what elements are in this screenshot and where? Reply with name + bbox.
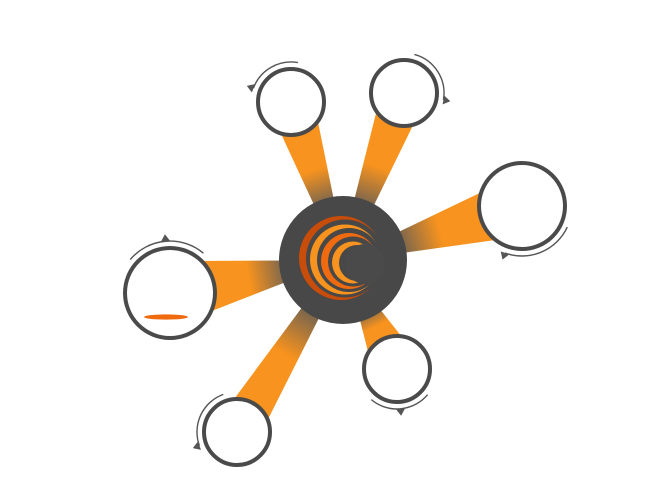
node-ring: [123, 246, 217, 340]
central-hub: [279, 196, 407, 324]
arrow-marker-icon: [246, 84, 255, 93]
arrow-marker-icon: [442, 95, 451, 105]
node-arc: [252, 61, 299, 89]
spoke-bottom-left: [229, 297, 325, 428]
node-underline-accent: [144, 314, 188, 320]
node-bottom-right: [362, 334, 432, 416]
node-arc: [414, 53, 445, 101]
node-top-left: [246, 61, 326, 137]
spoke-top: [351, 103, 417, 217]
node-ring: [477, 161, 567, 251]
node-arc: [370, 394, 429, 410]
hub-core: [345, 244, 385, 284]
node-ring: [202, 397, 272, 467]
node-arc: [129, 240, 204, 261]
spoke-top-left: [277, 112, 336, 216]
node-right: [477, 161, 568, 260]
node-ring: [369, 58, 439, 128]
node-arc: [196, 393, 224, 446]
nodes-group: [123, 53, 568, 467]
arrow-marker-icon: [192, 441, 201, 450]
arrow-marker-icon: [500, 251, 510, 260]
node-left: [123, 234, 217, 340]
node-ring: [256, 67, 326, 137]
arrow-marker-icon: [161, 234, 170, 242]
node-arc: [504, 226, 568, 257]
node-top: [369, 53, 451, 128]
node-ring: [362, 334, 432, 404]
arrow-marker-icon: [396, 408, 405, 416]
node-bottom-left: [192, 393, 272, 467]
